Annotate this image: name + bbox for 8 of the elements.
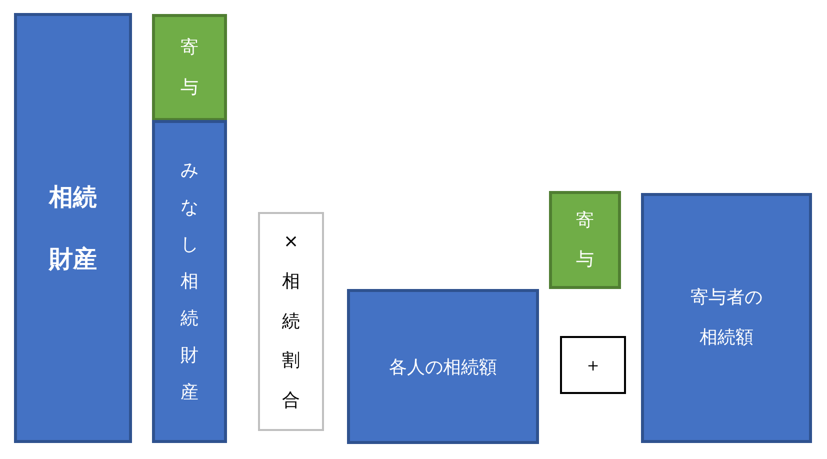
plus-sign-box: ＋ <box>560 336 626 394</box>
text-box: ×相続割合 <box>258 212 324 431</box>
text-box: 寄与 <box>152 14 227 121</box>
text-box: 寄与者の相続額 <box>641 193 812 443</box>
text-box: 寄与 <box>549 191 621 289</box>
text-box: みなし相続財産 <box>152 120 227 443</box>
text-box: 各人の相続額 <box>347 289 539 444</box>
text-box: 相続財産 <box>14 13 132 443</box>
